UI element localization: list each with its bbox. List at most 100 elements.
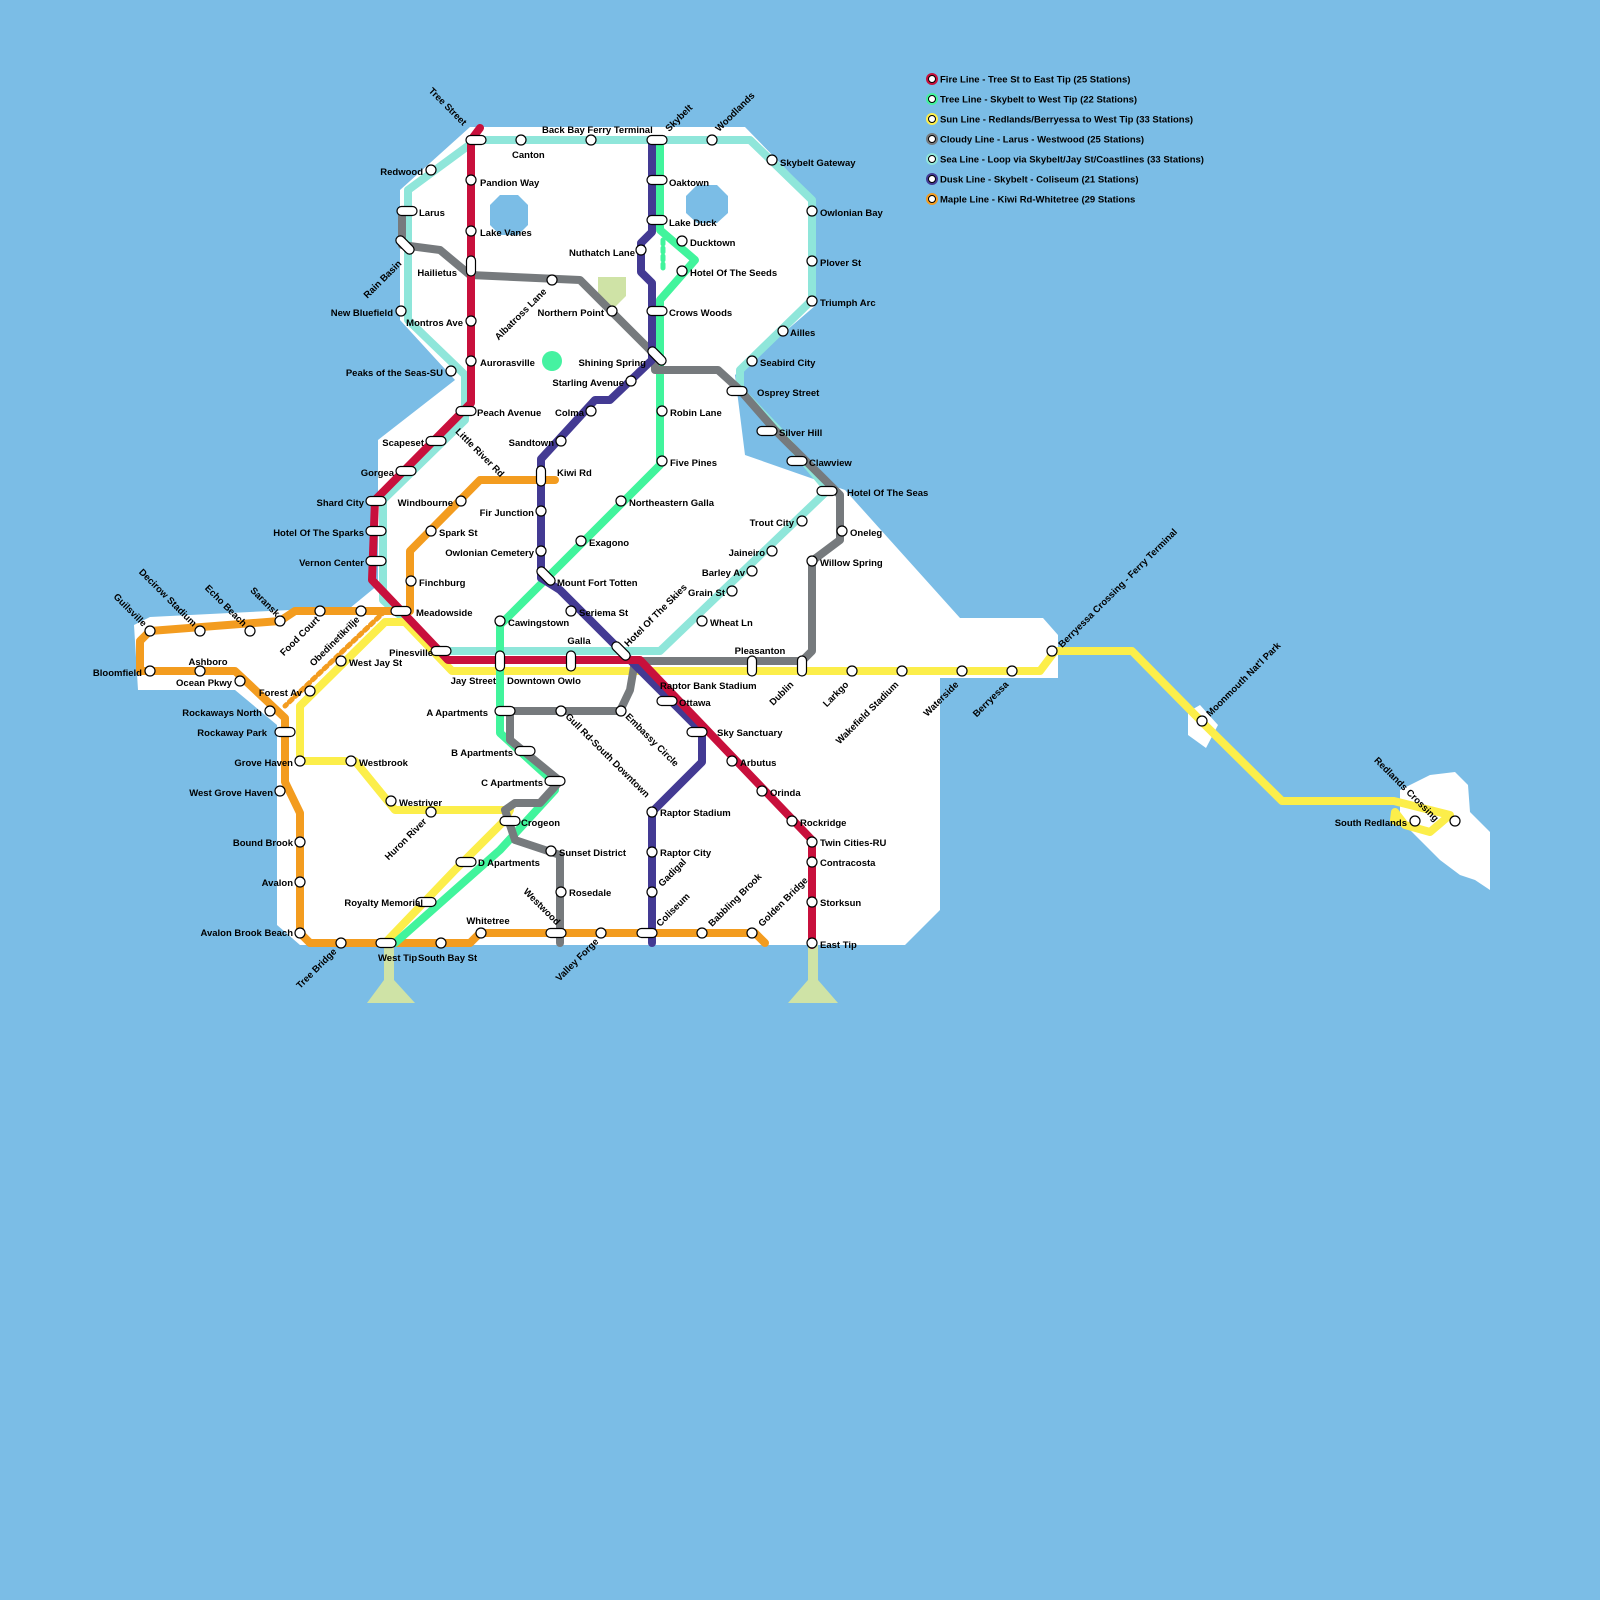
interchange-pinesville[interactable]: [431, 647, 451, 656]
interchange-oaktown[interactable]: [647, 176, 667, 185]
interchange-rockaway-park[interactable]: [275, 728, 295, 737]
station-finchburg[interactable]: [406, 576, 416, 586]
station-raptor-city[interactable]: [647, 847, 657, 857]
station-rockridge[interactable]: [787, 816, 797, 826]
interchange-westwood[interactable]: [546, 929, 566, 938]
station-windbourne[interactable]: [456, 496, 466, 506]
station-jaineiro[interactable]: [767, 546, 777, 556]
interchange-kiwi-rd[interactable]: [537, 466, 546, 486]
station-seabird-city[interactable]: [747, 356, 757, 366]
station-grove-haven[interactable]: [295, 756, 305, 766]
station-cawingstown[interactable]: [495, 616, 505, 626]
station-avalon-brook-beach[interactable]: [295, 928, 305, 938]
station-gull-rd[interactable]: [556, 706, 566, 716]
station-barley-av[interactable]: [747, 566, 757, 576]
station-embassy-circle[interactable]: [616, 706, 626, 716]
station-sandtown[interactable]: [556, 436, 566, 446]
station-saransk[interactable]: [275, 616, 285, 626]
interchange-scapeset[interactable]: [426, 437, 446, 446]
station-robin-lane[interactable]: [657, 406, 667, 416]
interchange-skybelt[interactable]: [647, 136, 667, 145]
station-canton[interactable]: [516, 135, 526, 145]
interchange-jay-street[interactable]: [496, 651, 505, 671]
station-skybelt-gateway[interactable]: [767, 155, 777, 165]
station-south-redlands[interactable]: [1410, 816, 1420, 826]
interchange-pleasanton[interactable]: [748, 656, 757, 676]
station-sunset-district[interactable]: [546, 846, 556, 856]
interchange-a-apartments[interactable]: [495, 707, 515, 716]
station-exagono[interactable]: [576, 536, 586, 546]
station-redwood[interactable]: [426, 165, 436, 175]
station-avalon[interactable]: [295, 877, 305, 887]
interchange-hotel-of-the-seas[interactable]: [817, 487, 837, 496]
station-triumph-arc[interactable]: [807, 296, 817, 306]
station-waterside[interactable]: [957, 666, 967, 676]
station-contracosta[interactable]: [807, 857, 817, 867]
interchange-gorgea[interactable]: [396, 467, 416, 476]
station-albatross-lane[interactable]: [547, 275, 557, 285]
station-fir-junction[interactable]: [536, 506, 546, 516]
station-grain-st[interactable]: [727, 586, 737, 596]
station-west-grove-haven[interactable]: [275, 786, 285, 796]
station-new-bluefield[interactable]: [396, 306, 406, 316]
interchange-clawview[interactable]: [787, 457, 807, 466]
station-raptor-stadium[interactable]: [647, 807, 657, 817]
interchange-west-tip[interactable]: [376, 939, 396, 948]
interchange-lake-duck[interactable]: [647, 216, 667, 225]
interchange-shard-city[interactable]: [366, 497, 386, 506]
station-whitetree[interactable]: [476, 928, 486, 938]
station-food-court[interactable]: [315, 606, 325, 616]
station-echo-beach[interactable]: [245, 626, 255, 636]
interchange-c-apartments[interactable]: [545, 777, 565, 786]
station-wheat-ln[interactable]: [697, 616, 707, 626]
station-berryessa-crossing[interactable]: [1047, 646, 1057, 656]
station-rockaways-north[interactable]: [265, 706, 275, 716]
interchange-dublin[interactable]: [798, 656, 807, 676]
station-orinda[interactable]: [757, 786, 767, 796]
interchange-crogeon[interactable]: [500, 817, 520, 826]
station-plover-st[interactable]: [807, 256, 817, 266]
station-bound-brook[interactable]: [295, 837, 305, 847]
interchange-osprey-street[interactable]: [727, 387, 747, 396]
station-berryessa[interactable]: [1007, 666, 1017, 676]
station-peaks-of-the-seas[interactable]: [446, 366, 456, 376]
station-gadigal[interactable]: [647, 887, 657, 897]
station-ocean-pkwy[interactable]: [235, 676, 245, 686]
station-lake-vanes[interactable]: [466, 226, 476, 236]
station-starling-avenue[interactable]: [626, 376, 636, 386]
station-south-bay-st[interactable]: [436, 938, 446, 948]
station-willow-spring[interactable]: [807, 556, 817, 566]
interchange-d-apartments[interactable]: [456, 858, 476, 867]
station-westriver[interactable]: [386, 796, 396, 806]
station-ailles[interactable]: [778, 326, 788, 336]
station-obedinetikrilje[interactable]: [356, 606, 366, 616]
interchange-silver-hill[interactable]: [757, 427, 777, 436]
station-colma[interactable]: [586, 406, 596, 416]
interchange-tree-street[interactable]: [466, 136, 486, 145]
station-hotel-of-the-seeds[interactable]: [677, 266, 687, 276]
station-wakefield-stadium[interactable]: [897, 666, 907, 676]
station-northeastern-galla[interactable]: [616, 496, 626, 506]
interchange-meadowside[interactable]: [391, 607, 411, 616]
station-redlands-crossing[interactable]: [1450, 816, 1460, 826]
station-pandion-way[interactable]: [466, 175, 476, 185]
station-owlonian-bay[interactable]: [807, 206, 817, 216]
interchange-larus[interactable]: [397, 207, 417, 216]
station-northern-point[interactable]: [607, 306, 617, 316]
station-woodlands[interactable]: [707, 135, 717, 145]
station-bloomfield[interactable]: [145, 666, 155, 676]
station-aurorasville[interactable]: [466, 356, 476, 366]
station-five-pines[interactable]: [657, 456, 667, 466]
station-trout-city[interactable]: [797, 516, 807, 526]
station-storksun[interactable]: [807, 897, 817, 907]
station-spark-st[interactable]: [426, 526, 436, 536]
interchange-peach-avenue[interactable]: [456, 407, 476, 416]
interchange-vernon-center[interactable]: [366, 557, 386, 566]
station-montros-ave[interactable]: [466, 316, 476, 326]
station-seriema-st[interactable]: [566, 606, 576, 616]
interchange-crows-woods[interactable]: [647, 307, 667, 316]
interchange-b-apartments[interactable]: [515, 747, 535, 756]
station-tree-bridge[interactable]: [336, 938, 346, 948]
interchange-hotel-of-the-sparks[interactable]: [366, 527, 386, 536]
station-guilsville[interactable]: [145, 626, 155, 636]
